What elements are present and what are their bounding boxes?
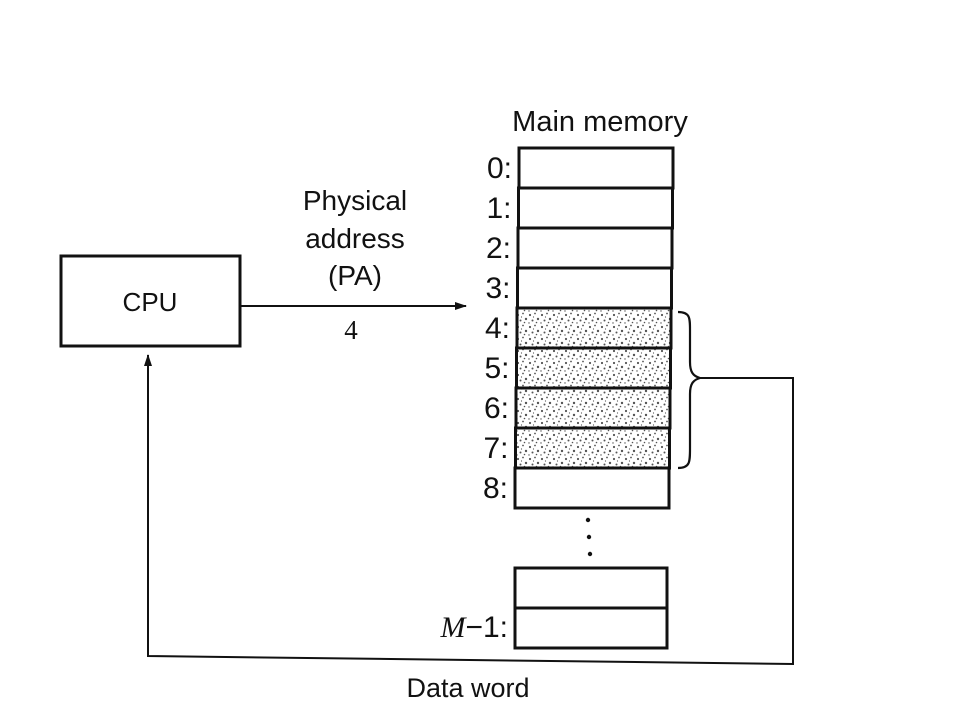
memory-cell-label-3: 3:	[485, 272, 510, 305]
memory-cell-2	[516, 226, 674, 270]
ellipsis-dots	[585, 517, 593, 557]
cpu-block: CPU	[59, 254, 242, 348]
memory-cell-8	[513, 466, 671, 510]
address-block: Physical address (PA) 4	[240, 185, 467, 345]
ellipsis-dot	[587, 551, 593, 557]
memory-cells: 0: 1: 2: 3: 4: 5: 6: 7: 8:	[483, 146, 675, 510]
memory-cell-5	[515, 346, 672, 390]
memory-cell-6	[514, 386, 672, 430]
cpu-label: CPU	[123, 287, 178, 317]
memory-cell-4	[515, 306, 673, 350]
address-label-line1: Physical	[303, 185, 407, 216]
data-word-label: Data word	[406, 673, 529, 703]
data-word-brace	[677, 310, 704, 470]
address-label-line3: (PA)	[328, 260, 382, 291]
memory-cell-label-0: 0:	[487, 152, 512, 185]
memory-cell-m-minus-2	[513, 566, 669, 610]
address-value: 4	[344, 315, 358, 345]
memory-cell-label-2: 2:	[486, 232, 511, 265]
memory-cell-label-1: 1:	[486, 192, 511, 225]
memory-cell-label-4: 4:	[485, 312, 510, 345]
last-label-italic: M	[439, 611, 467, 644]
memory-cell-m-minus-1	[513, 606, 669, 650]
memory-cell-label-7: 7:	[483, 432, 508, 465]
memory-title: Main memory	[512, 106, 688, 138]
memory-cell-label-8: 8:	[483, 472, 508, 505]
memory-cell-label-5: 5:	[484, 352, 509, 385]
memory-cell-7	[514, 426, 671, 470]
address-label-line2: address	[305, 223, 405, 254]
memory-cell-label-last: M−1:	[439, 611, 508, 644]
memory-cell-1	[517, 186, 674, 230]
last-label-rest: −1:	[465, 611, 508, 644]
memory-cell-label-6: 6:	[484, 392, 509, 425]
cpu-box	[59, 254, 242, 348]
main-memory: Main memory 0: 1: 2: 3: 4: 5: 6: 7: 8: M−1:	[439, 106, 688, 650]
data-word-return-arrow	[144, 354, 794, 666]
ellipsis-dot	[586, 534, 592, 540]
memory-cell-0	[517, 146, 675, 190]
ellipsis-dot	[585, 517, 591, 523]
memory-cell-3	[516, 266, 673, 310]
